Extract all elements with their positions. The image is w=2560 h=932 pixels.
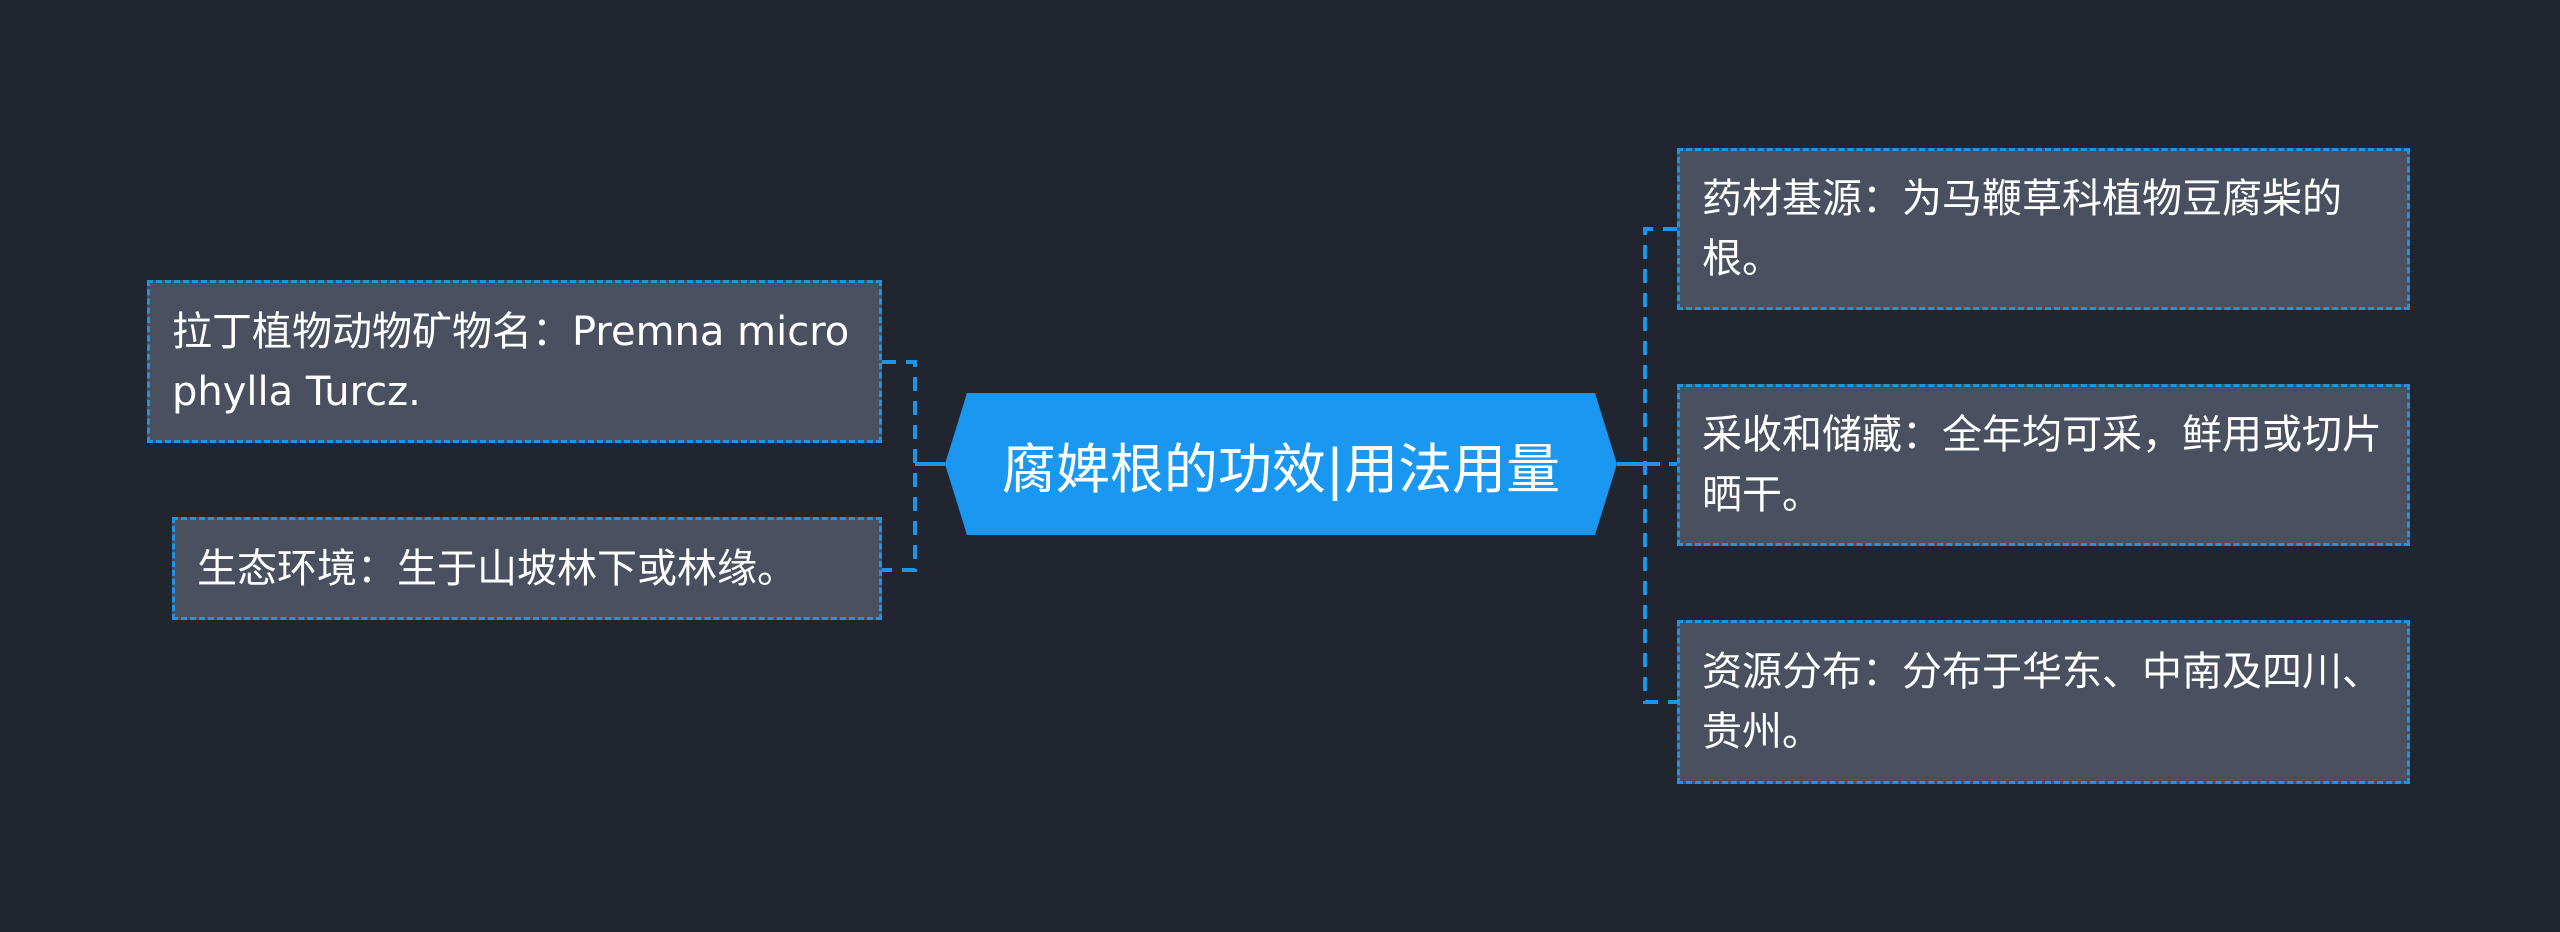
root-hexagon-shape bbox=[945, 393, 1617, 535]
node-label: 生态环境：生于山坡林下或林缘。 bbox=[197, 545, 797, 592]
root-topic[interactable]: 腐婢根的功效|用法用量 bbox=[945, 393, 1617, 535]
node-label: 药材基源：为马鞭草科植物豆腐柴的根。 bbox=[1702, 176, 2342, 282]
left-node-habitat[interactable]: 生态环境：生于山坡林下或林缘。 bbox=[172, 517, 882, 620]
left-branch-connector bbox=[882, 360, 917, 572]
right-node-harvest-storage[interactable]: 采收和储藏：全年均可采，鲜用或切片晒干。 bbox=[1677, 384, 2410, 546]
left-node-latin-name[interactable]: 拉丁植物动物矿物名：Premna microphylla Turcz. bbox=[147, 280, 882, 443]
node-label: 采收和储藏：全年均可采，鲜用或切片晒干。 bbox=[1702, 412, 2382, 518]
node-label: 拉丁植物动物矿物名：Premna microphylla Turcz. bbox=[172, 308, 850, 415]
node-label: 资源分布：分布于华东、中南及四川、贵州。 bbox=[1702, 649, 2382, 755]
right-node-source[interactable]: 药材基源：为马鞭草科植物豆腐柴的根。 bbox=[1677, 148, 2410, 310]
root-topic-label: 腐婢根的功效|用法用量 bbox=[1001, 437, 1561, 501]
right-node-distribution[interactable]: 资源分布：分布于华东、中南及四川、贵州。 bbox=[1677, 620, 2410, 784]
